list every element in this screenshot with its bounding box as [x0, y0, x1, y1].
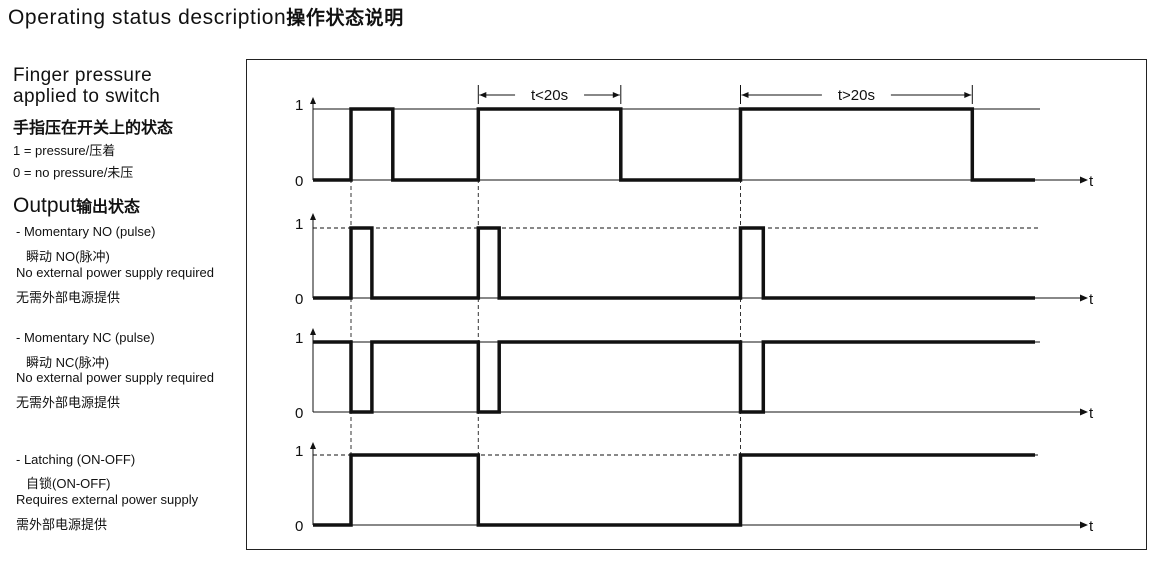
- mom-no-power: No external power supply required: [16, 265, 214, 280]
- interval-arrow: [479, 92, 487, 98]
- mom-no-cn: 瞬动 NO(脉冲): [26, 249, 110, 264]
- time-axis-label: t: [1089, 405, 1094, 422]
- page-title: Operating status description操作状态说明: [8, 3, 404, 30]
- time-axis-arrow: [1080, 294, 1088, 302]
- latch-power: Requires external power supply: [16, 492, 199, 507]
- interval-arrow: [612, 92, 620, 98]
- finger-level-zero: 0 = no pressure/未压: [13, 165, 134, 180]
- signal-row-mom_nc: 1 0 t: [295, 328, 1094, 422]
- finger-label-line1: Finger pressure: [13, 65, 153, 86]
- latch-cn: 自锁(ON-OFF): [26, 476, 111, 491]
- level-low-label: 0: [295, 173, 303, 190]
- mom-no-name: - Momentary NO (pulse): [16, 224, 156, 239]
- level-axis-arrow: [310, 328, 316, 335]
- level-high-label: 1: [295, 216, 303, 233]
- output-heading-cn: 输出状态: [76, 197, 141, 216]
- waveform-latch: [313, 453, 1035, 527]
- level-high-label: 1: [295, 330, 303, 347]
- level-high-label: 1: [295, 97, 303, 114]
- level-axis-arrow: [310, 213, 316, 220]
- level-low-label: 0: [295, 291, 303, 308]
- mom-nc-power-cn: 无需外部电源提供: [16, 395, 121, 410]
- output-heading-en: Output: [13, 194, 77, 217]
- time-axis-arrow: [1080, 408, 1088, 416]
- mom-nc-name: - Momentary NC (pulse): [16, 330, 155, 345]
- output-heading: Output输出状态: [13, 193, 140, 218]
- waveform-mom_no: [313, 226, 1035, 300]
- interval-arrow: [964, 92, 972, 98]
- signal-row-mom_no: 1 0 t: [295, 213, 1094, 308]
- transition-guides: [350, 109, 741, 525]
- level-axis-arrow: [310, 442, 316, 449]
- time-axis-label: t: [1089, 173, 1094, 190]
- level-low-label: 0: [295, 518, 303, 535]
- time-axis-arrow: [1080, 521, 1088, 529]
- level-high-label: 1: [295, 443, 303, 460]
- signal-rows: 1 0 t 1 0 t 1 0 t 1 0 t: [295, 97, 1094, 535]
- latch-power-cn: 需外部电源提供: [16, 517, 108, 532]
- level-axis-arrow: [310, 97, 316, 104]
- interval-arrow: [741, 92, 749, 98]
- finger-label-cn: 手指压在开关上的状态: [13, 118, 174, 137]
- time-axis-label: t: [1089, 518, 1094, 535]
- mom-no-power-cn: 无需外部电源提供: [16, 290, 121, 305]
- interval-label: t<20s: [531, 87, 568, 104]
- signal-row-finger: 1 0 t: [295, 97, 1094, 190]
- interval-label: t>20s: [838, 87, 875, 104]
- finger-level-one: 1 = pressure/压着: [13, 143, 116, 158]
- finger-label-line2: applied to switch: [13, 86, 161, 107]
- diagram-frame: [246, 59, 1147, 550]
- waveform-finger: [313, 107, 1035, 182]
- mom-nc-cn: 瞬动 NC(脉冲): [26, 355, 110, 370]
- interval-annotations: t<20s t>20s: [477, 85, 973, 104]
- signal-row-latch: 1 0 t: [295, 442, 1094, 535]
- interval-interval_long: t>20s: [740, 85, 973, 104]
- title-cn: 操作状态说明: [286, 7, 404, 29]
- interval-interval_short: t<20s: [477, 85, 622, 104]
- time-axis-label: t: [1089, 291, 1094, 308]
- level-low-label: 0: [295, 405, 303, 422]
- title-en: Operating status description: [8, 6, 287, 29]
- waveform-mom_nc: [313, 340, 1035, 414]
- time-axis-arrow: [1080, 176, 1088, 184]
- mom-nc-power: No external power supply required: [16, 370, 214, 385]
- latch-name: - Latching (ON-OFF): [16, 452, 136, 467]
